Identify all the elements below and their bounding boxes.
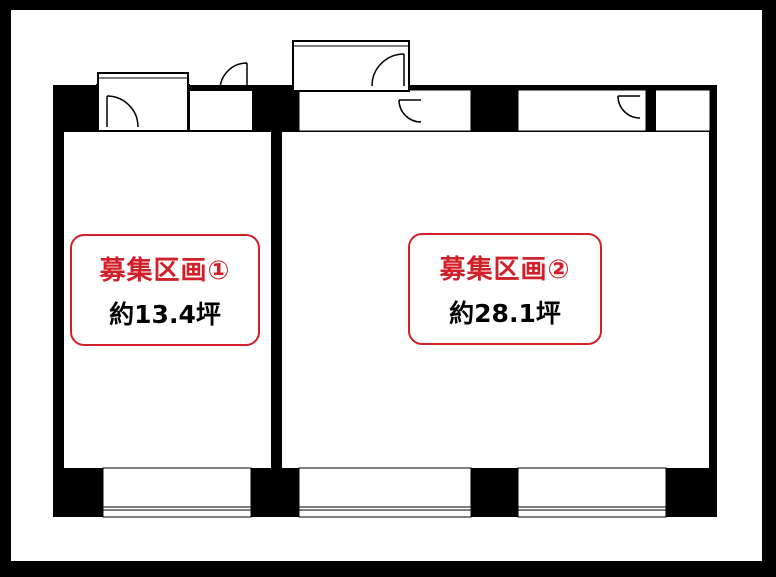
window — [102, 467, 252, 518]
unit-1-area: 約13.4坪 — [109, 300, 221, 329]
unit-2-area: 約28.1坪 — [449, 299, 561, 328]
pillar — [471, 90, 518, 131]
unit-2-label: 募集区画② 約28.1坪 — [408, 233, 602, 345]
pillar — [666, 468, 717, 517]
door-swings — [106, 53, 641, 128]
unit-1-title: 募集区画① — [99, 256, 231, 286]
pillar — [53, 85, 97, 131]
door-icon — [617, 95, 641, 119]
external-vestibules — [97, 40, 410, 132]
door-icon — [398, 99, 422, 123]
shopfront-windows — [102, 467, 667, 518]
pillars — [53, 85, 717, 517]
window — [298, 467, 472, 518]
entrance-recess-3 — [517, 89, 647, 132]
entrance-recess-1b — [188, 89, 254, 132]
vestibule-1 — [97, 72, 189, 132]
pillar — [53, 468, 103, 517]
unit-2-title: 募集区画② — [439, 255, 571, 285]
unit-1-label: 募集区画① 約13.4坪 — [70, 234, 260, 346]
door-icon — [219, 62, 248, 91]
window — [517, 467, 667, 518]
pillar — [253, 85, 299, 131]
entrance-recess-2 — [298, 89, 472, 132]
pillar — [471, 468, 518, 517]
vestibule-2 — [292, 40, 410, 92]
partition-wall — [272, 131, 281, 507]
door-icon — [371, 53, 405, 87]
entrance-recess-4 — [653, 89, 711, 132]
pillar — [646, 90, 656, 131]
door-icon — [106, 95, 139, 128]
floor-plan-canvas: 募集区画① 約13.4坪 募集区画② 約28.1坪 — [11, 10, 762, 561]
